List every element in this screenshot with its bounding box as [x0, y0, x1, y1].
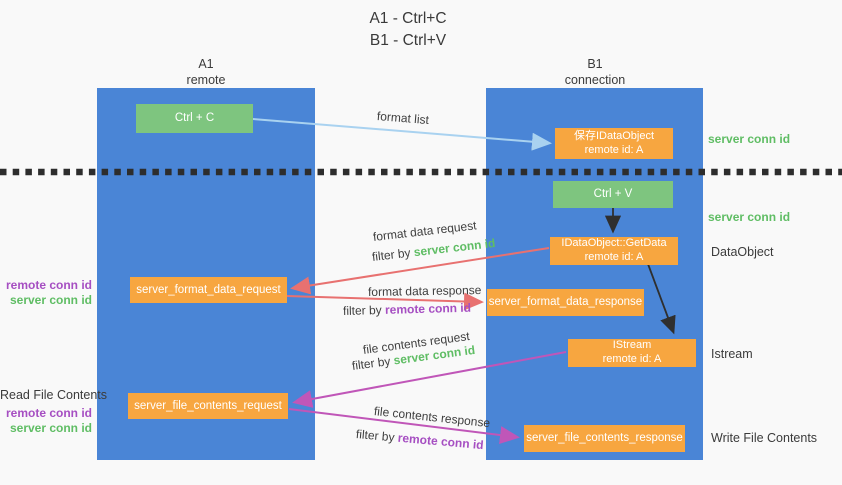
server-conn-id-text: server conn id: [412, 236, 497, 260]
node-istream: IStream remote id: A: [568, 339, 696, 367]
node-format-request-label: server_format_data_request: [136, 283, 281, 296]
label-dataobject: DataObject: [711, 245, 774, 259]
title-line-ctrl-v: B1 - Ctrl+V: [369, 32, 447, 50]
node-istream-line1: IStream: [612, 339, 652, 352]
server-conn-id-label: server conn id: [9, 420, 92, 435]
label-format-list: format list: [376, 109, 430, 128]
remote-conn-id-label: remote conn id: [5, 278, 92, 292]
lane-b1-role: connection: [564, 73, 626, 88]
remote-conn-id-text: remote conn id: [384, 300, 472, 317]
label-server-conn-id-mid-right: server conn id: [708, 210, 791, 224]
node-getdata-line2: remote id: A: [584, 251, 644, 263]
lane-header-a1-remote: A1 remote: [146, 56, 266, 89]
remote-conn-id-text: remote conn id: [397, 430, 485, 453]
node-server-format-data-response: server_format_data_response: [487, 289, 644, 316]
lane-b1-name: B1: [587, 57, 603, 71]
label-filter-by-remote-conn-id-2: filter by remote conn id: [355, 427, 484, 452]
label-write-file-contents: Write File Contents: [711, 431, 818, 445]
node-file-request-label: server_file_contents_request: [134, 399, 282, 412]
node-server-format-data-request: server_format_data_request: [130, 277, 287, 303]
lane-a1-role: remote: [186, 73, 226, 88]
diagram-title: A1 - Ctrl+C B1 - Ctrl+V: [288, 8, 528, 53]
label-conn-ids-format: remote conn id server conn id: [0, 278, 92, 307]
filter-by-text: filter by: [342, 302, 386, 318]
filter-by-text: filter by: [371, 245, 415, 264]
node-format-response-label: server_format_data_response: [488, 296, 643, 309]
node-ctrl-v-label: Ctrl + V: [593, 188, 633, 201]
node-server-file-contents-response: server_file_contents_response: [524, 425, 685, 452]
node-save-idataobject: 保存IDataObject remote id: A: [555, 128, 673, 159]
remote-conn-id-label: remote conn id: [5, 406, 92, 420]
filter-by-text: filter by: [351, 353, 395, 373]
node-ctrl-c-label: Ctrl + C: [174, 112, 215, 125]
label-read-file-contents: Read File Contents: [0, 388, 108, 402]
node-getdata-line1: IDataObject::GetData: [561, 237, 667, 250]
node-save-idataobject-line1: 保存IDataObject: [573, 129, 655, 142]
label-conn-ids-file: remote conn id server conn id: [0, 406, 92, 435]
node-istream-line2: remote id: A: [602, 353, 662, 365]
label-filter-by-remote-conn-id-1: filter by remote conn id: [343, 301, 471, 318]
lane-a1-name: A1: [198, 57, 214, 71]
node-server-file-contents-request: server_file_contents_request: [128, 393, 288, 419]
filter-by-text: filter by: [355, 427, 399, 445]
label-server-conn-id-top-right: server conn id: [708, 132, 791, 146]
title-line-ctrl-c: A1 - Ctrl+C: [369, 10, 447, 27]
label-file-contents-response: file contents response: [373, 404, 491, 431]
lane-header-b1-connection: B1 connection: [535, 56, 655, 89]
server-conn-id-label: server conn id: [9, 292, 92, 307]
label-format-data-response: format data response: [367, 283, 482, 299]
node-idataobject-getdata: IDataObject::GetData remote id: A: [550, 237, 678, 265]
label-istream: Istream: [711, 347, 753, 361]
node-file-response-label: server_file_contents_response: [526, 432, 683, 445]
node-save-idataobject-line2: remote id: A: [584, 143, 644, 156]
node-ctrl-c: Ctrl + C: [136, 104, 253, 133]
node-ctrl-v: Ctrl + V: [553, 181, 673, 208]
